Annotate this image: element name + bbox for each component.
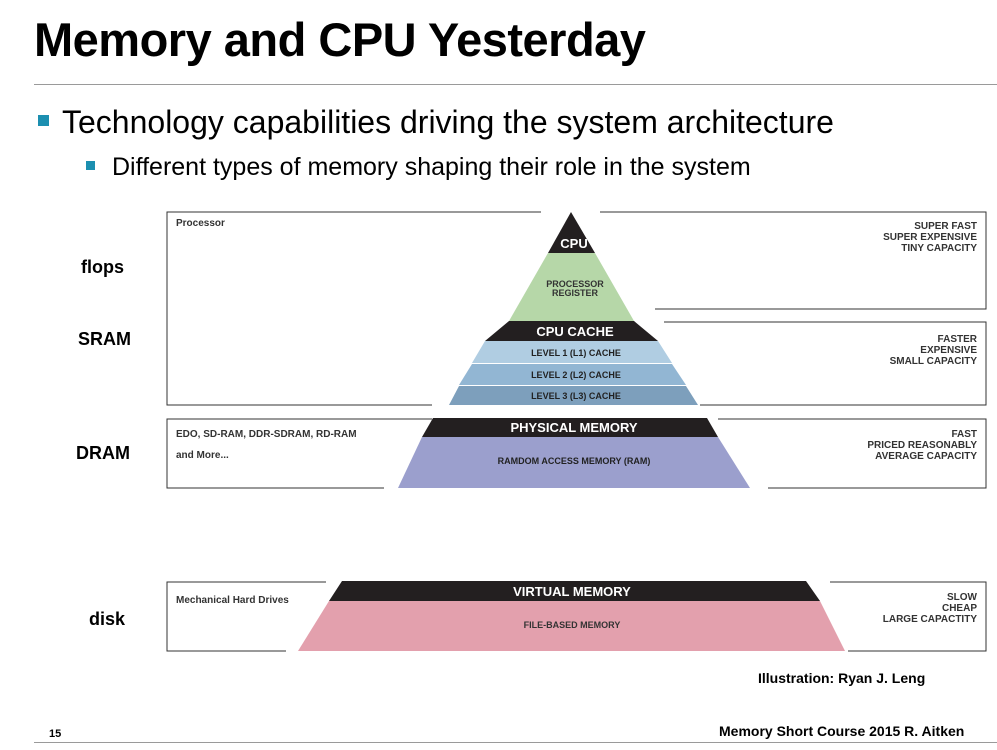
right-disk-1: SLOW xyxy=(947,592,978,603)
file-band xyxy=(298,601,845,651)
ram-band xyxy=(398,437,750,488)
virtual-band xyxy=(329,581,820,601)
right-box-dram xyxy=(718,418,987,489)
right-box-top xyxy=(600,211,987,310)
ram-label: RAMDOM ACCESS MEMORY (RAM) xyxy=(498,456,651,466)
right-top-3: TINY CAPACITY xyxy=(901,243,977,254)
cpu-cache-label: CPU CACHE xyxy=(536,324,614,339)
illustration-credit: Illustration: Ryan J. Leng xyxy=(758,670,926,686)
right-dram-1: FAST xyxy=(951,429,977,440)
slide-title: Memory and CPU Yesterday xyxy=(34,13,646,66)
right-box-cache xyxy=(664,321,987,406)
l2-label: LEVEL 2 (L2) CACHE xyxy=(531,370,621,380)
disk-box xyxy=(166,581,326,652)
dram-box-line1: EDO, SD-RAM, DDR-SDRAM, RD-RAM xyxy=(176,429,357,440)
title-divider xyxy=(34,84,997,85)
physical-label: PHYSICAL MEMORY xyxy=(510,420,637,435)
row-label-dram: DRAM xyxy=(76,443,130,463)
cpu-cache-band xyxy=(485,321,658,341)
row-label-sram: SRAM xyxy=(78,329,131,349)
virtual-label: VIRTUAL MEMORY xyxy=(513,584,631,599)
dram-box-line2: and More... xyxy=(176,450,229,461)
right-disk-2: CHEAP xyxy=(942,603,977,614)
row-label-disk: disk xyxy=(89,609,126,629)
cpu-band xyxy=(548,212,595,253)
physical-band xyxy=(422,418,718,437)
disk-box-label: Mechanical Hard Drives xyxy=(176,595,289,606)
right-box-disk xyxy=(830,581,987,652)
l3-label: LEVEL 3 (L3) CACHE xyxy=(531,391,621,401)
l1-label: LEVEL 1 (L1) CACHE xyxy=(531,348,621,358)
l3-band xyxy=(449,386,698,405)
sub-bullet-square-icon xyxy=(86,161,95,170)
bullet-main: Technology capabilities driving the syst… xyxy=(62,104,834,140)
row-label-flops: flops xyxy=(81,257,124,277)
right-top-2: SUPER EXPENSIVE xyxy=(883,232,977,243)
processor-box xyxy=(166,211,541,406)
footer-text: Memory Short Course 2015 R. Aitken xyxy=(719,723,965,739)
cpu-label: CPU xyxy=(560,236,587,251)
right-cache-2: EXPENSIVE xyxy=(920,345,977,356)
right-cache-1: FASTER xyxy=(938,334,978,345)
register-label-1: PROCESSOR xyxy=(546,279,604,289)
register-band xyxy=(509,253,634,321)
footer-divider xyxy=(34,742,997,743)
dram-box xyxy=(166,418,432,489)
page-number: 15 xyxy=(49,728,62,740)
register-label-2: REGISTER xyxy=(552,288,599,298)
right-top-1: SUPER FAST xyxy=(914,221,977,232)
right-disk-3: LARGE CAPACTITY xyxy=(883,614,978,625)
right-cache-3: SMALL CAPACITY xyxy=(890,356,978,367)
right-dram-2: PRICED REASONABLY xyxy=(867,440,977,451)
l1-band xyxy=(472,341,672,363)
bullet-square-icon xyxy=(38,115,49,126)
right-dram-3: AVERAGE CAPACITY xyxy=(875,451,977,462)
bullet-sub: Different types of memory shaping their … xyxy=(112,153,751,181)
l2-band xyxy=(459,364,686,385)
file-label: FILE-BASED MEMORY xyxy=(524,620,621,630)
processor-box-label: Processor xyxy=(176,218,225,229)
